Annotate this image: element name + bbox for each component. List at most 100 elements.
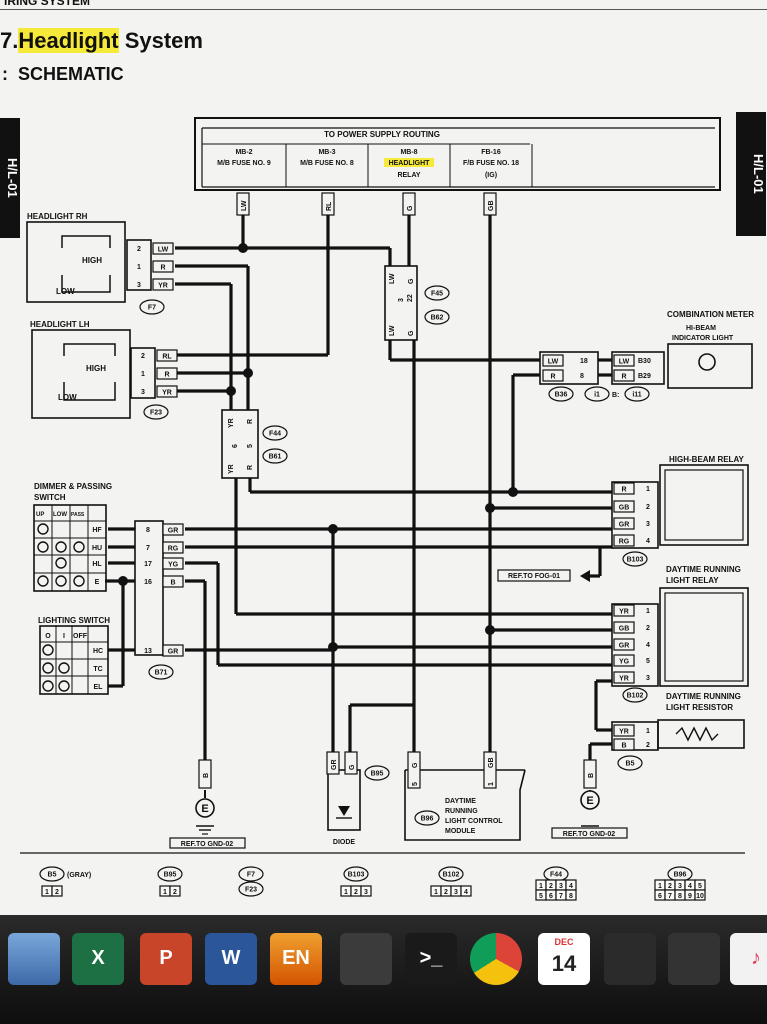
- music-app-icon[interactable]: ♪: [730, 933, 767, 985]
- f45-tag-4: G: [408, 278, 415, 284]
- power-wire-box-3: [483, 192, 497, 216]
- dimmer-col-1: LOW: [53, 512, 67, 518]
- lighting-contact-4: [58, 680, 70, 692]
- rh-high-label: HIGH: [82, 256, 102, 265]
- fuse-line2-2: HEADLIGHT: [389, 160, 431, 167]
- label-b5: B5: [626, 761, 635, 768]
- dimmer-pin-num-3: 16: [144, 579, 152, 586]
- powerpoint-app-icon[interactable]: P: [140, 933, 192, 985]
- meter-subtitle2: INDICATOR LIGHT: [672, 335, 734, 342]
- label-b62: B62: [431, 315, 444, 322]
- bottom-pin-5-3: 4: [569, 883, 573, 890]
- drl-pin-color-2: GR: [619, 643, 630, 650]
- bottom-pin-box-1-1: [169, 885, 181, 897]
- hb-pin-color-2: GR: [619, 522, 630, 529]
- lighting-contact-2: [58, 662, 70, 674]
- chrome-app-icon[interactable]: [470, 933, 522, 985]
- diode-wire-box-0: [326, 751, 340, 775]
- label-b103-oval: [622, 551, 648, 567]
- bottom-pin-5-0: 1: [539, 883, 543, 890]
- module-color-0: G: [412, 762, 419, 768]
- ref-gnd-right-box: [551, 827, 628, 839]
- dimmer-label2: SWITCH: [34, 493, 66, 502]
- dimmer-contact-5: [37, 575, 49, 587]
- excel-app-icon[interactable]: X: [72, 933, 124, 985]
- bottom-pin-6-6: 7: [668, 893, 672, 900]
- calculator-app-icon[interactable]: [340, 933, 392, 985]
- gimp-app-icon[interactable]: [604, 933, 656, 985]
- lh-pin-num-1: 1: [141, 371, 145, 378]
- header-rule: [0, 9, 767, 10]
- f45-tag-1: 3: [398, 298, 405, 302]
- bottom-pin-5-4: 5: [539, 893, 543, 900]
- bottom-pin-box-6-9: [694, 889, 706, 901]
- drl-pin-color-4: YR: [619, 676, 629, 683]
- section-number: 7.: [0, 28, 19, 53]
- hb-pin-color-1-box: [613, 500, 635, 513]
- f45-tag-0: LW: [389, 273, 396, 284]
- ground-label-1: E: [586, 795, 593, 807]
- module-pin-0: 5: [412, 782, 419, 786]
- label-f45-oval: [424, 285, 450, 301]
- f45-tag-5: G: [408, 330, 415, 336]
- rh-pin-color-1: R: [160, 265, 165, 272]
- dimmer-label1: DIMMER & PASSING: [34, 482, 112, 491]
- dictionary-app-icon[interactable]: EN: [270, 933, 322, 985]
- lh-pin-color-0-box: [156, 349, 178, 362]
- bottom-pin-0-1: 2: [55, 889, 59, 896]
- b71-pin-color-box: [162, 644, 184, 657]
- hb-pin-color-3: RG: [619, 539, 630, 546]
- drl-relay-label1: DAYTIME RUNNING: [666, 565, 741, 574]
- meter-right-color-1-box: [613, 369, 635, 382]
- module-label-1: RUNNING: [445, 808, 478, 815]
- mail-app-icon[interactable]: [8, 933, 60, 985]
- photobooth-app-icon[interactable]: [668, 933, 720, 985]
- bottom-pin-4-0: 1: [434, 889, 438, 896]
- bottom-conn-4-oval: [438, 866, 464, 882]
- meter-right-color-0-box: [613, 354, 635, 367]
- dimmer-contact-3: [73, 541, 85, 553]
- hb-pin-color-1: GB: [619, 505, 630, 512]
- bottom-conn-6: B96: [674, 872, 687, 879]
- dimmer-row-2: HL: [92, 561, 102, 568]
- bottom-conn-4: B102: [443, 872, 460, 879]
- label-f23: F23: [150, 410, 162, 417]
- lh-pin-color-0: RL: [162, 354, 172, 361]
- f45-tag-3: 22: [407, 294, 414, 302]
- label-b95: B95: [371, 771, 384, 778]
- label-b36-oval: [548, 386, 574, 402]
- gnd-left-wire: B: [203, 773, 210, 778]
- fuse-line2-1: M/B FUSE NO. 8: [300, 160, 354, 167]
- rh-pin-color-0-box: [152, 242, 174, 255]
- hb-relay-label: HIGH-BEAM RELAY: [669, 455, 744, 464]
- hb-pin-num-0: 1: [646, 486, 650, 493]
- dimmer-pin-color-0-box: [162, 523, 184, 536]
- dimmer-pin-num-1: 7: [146, 545, 150, 552]
- power-wire-box-0: [236, 192, 250, 216]
- drl-pin-color-3-box: [613, 654, 635, 667]
- b71-pin-color: GR: [168, 649, 179, 656]
- dimmer-contact-2: [55, 541, 67, 553]
- dimmer-pin-num-2: 17: [144, 561, 152, 568]
- page-tab-left: H/L-01: [0, 118, 20, 238]
- gnd-right-wire-box: [583, 759, 597, 789]
- ref-fog-label: REF.TO FOG-01: [508, 573, 560, 580]
- word-app-icon[interactable]: W: [205, 933, 257, 985]
- bottom-pin-6-7: 8: [678, 893, 682, 900]
- bottom-pin-box-5-7: [565, 889, 577, 901]
- label-f45: F45: [431, 291, 443, 298]
- lighting-contact-3: [42, 680, 54, 692]
- bottom-pin-6-9: 10: [696, 893, 704, 900]
- meter-right-num-0: B30: [638, 358, 651, 365]
- power-header: TO POWER SUPPLY ROUTING: [324, 130, 440, 139]
- dictionary-app-glyph: EN: [282, 947, 310, 969]
- res-pin-color-0-box: [613, 724, 635, 737]
- hb-pin-color-3-box: [613, 534, 635, 547]
- ground-symbol-0: [195, 798, 215, 818]
- power-wire-2: G: [407, 205, 414, 211]
- terminal-app-icon[interactable]: >_: [405, 933, 457, 985]
- meter-left-num-0: 18: [580, 358, 588, 365]
- f44-tag-1: 6: [232, 444, 239, 448]
